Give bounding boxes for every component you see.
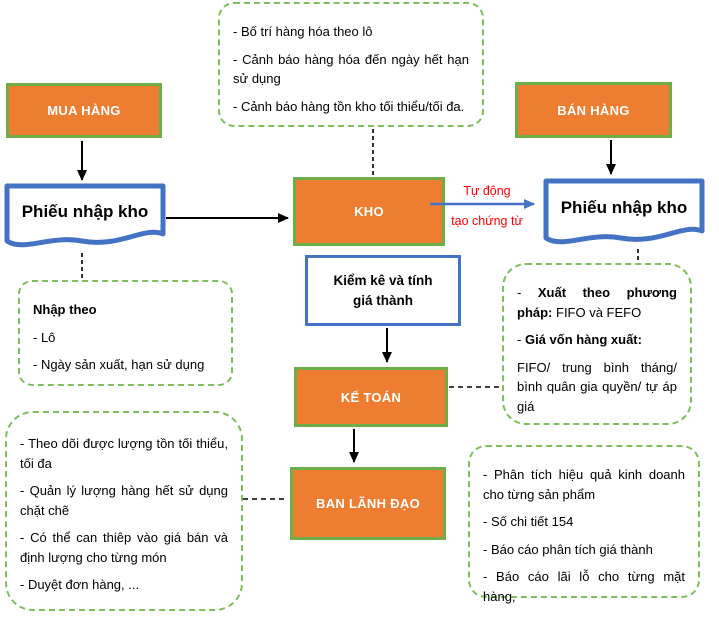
note-item: - Xuất theo phương pháp: FIFO và FEFO [517,285,677,320]
note-item: - Phân tích hiệu quả kinh doanh cho từng… [483,467,685,502]
note-item: - Cảnh báo hàng tồn kho tối thiểu/tối đa… [233,98,465,114]
note-item: - Quản lý lượng hàng hết sử dụng chặt ch… [20,483,228,518]
note-item: - Theo dõi được lượng tồn tối thiểu, tối… [20,436,228,471]
process-box-label: BAN LÃNH ĐẠO [316,496,420,511]
task-box-label: Kiểm kê và tính giá thành [333,272,433,308]
note-item: - Cảnh báo hàng hóa đến ngày hết hạn sử … [233,51,469,87]
note-xuat: - Xuất theo phương pháp: FIFO và FEFO - … [502,263,692,425]
note-item: - Bố trí hàng hóa theo lô [233,24,373,39]
task-box-kiem-ke: Kiểm kê và tính giá thành [305,255,461,326]
process-box-ban-lanh-dao: BAN LÃNH ĐẠO [290,467,446,540]
note-item: - Báo cáo lãi lỗ cho từng mặt hàng, [483,569,685,604]
note-ke-toan-reports: - Phân tích hiệu quả kinh doanh cho từng… [468,445,700,604]
auto-link-label-line2: tạo chứng từ [451,214,523,228]
note-item: - Giá vốn hàng xuất: [517,332,642,347]
process-box-label: KẾ TOÁN [340,389,402,405]
process-box-label: MUA HÀNG [47,103,121,118]
note-kho-features: - Bố trí hàng hóa theo lô - Cảnh báo hàn… [218,2,484,127]
process-box-ban-hang: BÁN HÀNG [515,82,672,138]
document-outline [543,178,705,245]
note-item: - Số chi tiết 154 [483,514,574,529]
process-box-ke-toan: KẾ TOÁN [294,367,448,427]
note-ban-lanh-dao-features: - Theo dõi được lượng tồn tối thiểu, tối… [5,411,243,611]
process-box-mua-hang: MUA HÀNG [6,83,162,138]
note-item: - Có thể can thiêp vào giá bán và định l… [20,530,228,565]
process-box-label: KHO [354,204,384,219]
note-item: - Ngày sản xuất, hạn sử dụng [33,357,205,372]
process-box-label: BÁN HÀNG [557,102,630,118]
document-shape-phieu-nhap-kho-right: Phiếu nhập kho [543,178,705,252]
note-nhap-theo: Nhập theo - Lô - Ngày sản xuất, hạn sử d… [18,280,233,386]
note-item: - Báo cáo phân tích giá thành [483,541,653,557]
document-outline [4,183,166,248]
process-box-kho: KHO [293,177,445,246]
auto-link-label-line1: Tự động [463,184,511,198]
note-item: - Duyệt đơn hàng, ... [20,577,140,592]
note-heading: Nhập theo [33,302,97,317]
document-shape-phieu-nhap-kho-left: Phiếu nhập kho [4,183,166,255]
document-label: Phiếu nhập kho [21,202,149,221]
note-item: - Lô [33,329,56,345]
document-label: Phiếu nhập kho [560,198,688,217]
note-item: FIFO/ trung bình tháng/ bình quân gia qu… [517,359,677,414]
